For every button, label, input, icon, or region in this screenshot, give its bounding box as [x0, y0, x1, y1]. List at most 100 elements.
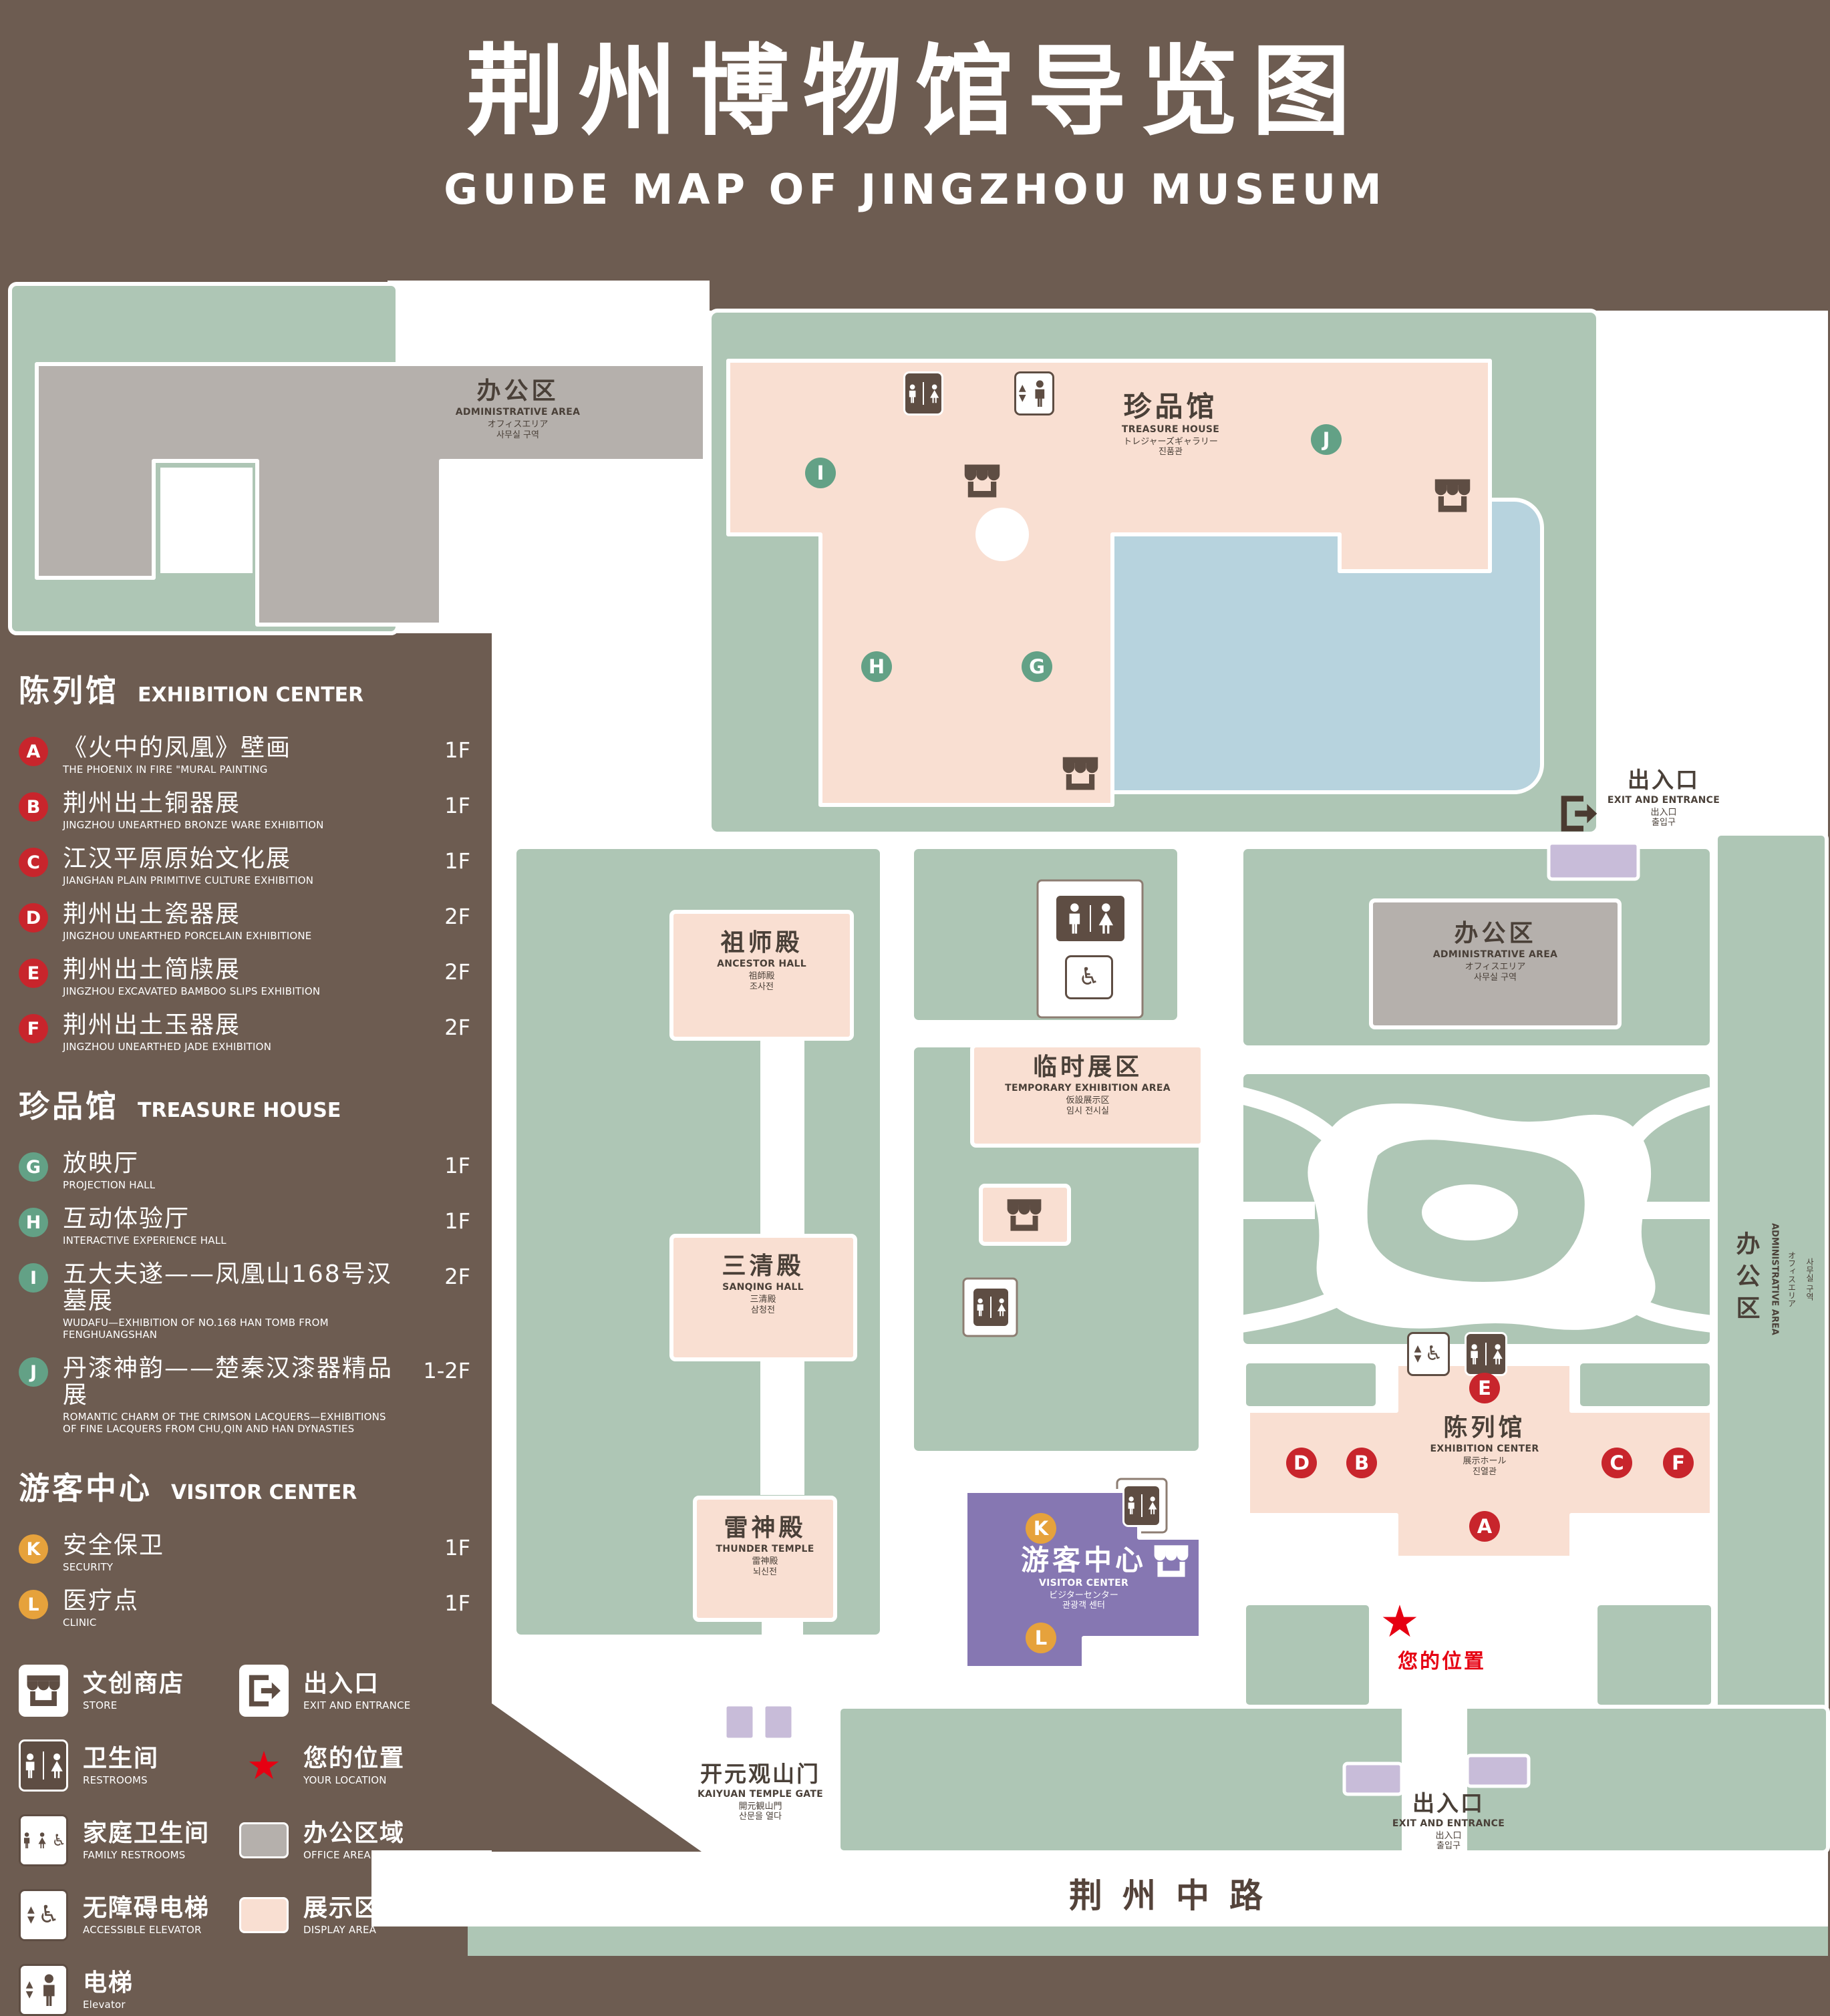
- restroom-icon: [971, 1287, 1010, 1328]
- admin-nw-building: [35, 362, 707, 627]
- your-location-star-icon: ★: [1380, 1596, 1420, 1647]
- legend-symbol-restroom: 卫生间 RESTROOMS: [19, 1739, 239, 1792]
- poster-title-en: GUIDE MAP OF JINGZHOU MUSEUM: [444, 165, 1386, 214]
- legend-symbol-exit: 出入口 EXIT AND ENTRANCE: [239, 1665, 490, 1717]
- marker-a: A: [19, 737, 48, 766]
- marker-a: A: [1469, 1511, 1500, 1542]
- temporary-exhibition-building: [970, 1043, 1205, 1148]
- legend-header-visitor: 游客中心 VISITOR CENTER: [19, 1470, 357, 1506]
- sanqing-hall-building: [669, 1234, 857, 1361]
- marker-f: F: [1663, 1448, 1694, 1478]
- admin-nw-label: 办公区 ADMINISTRATIVE AREA オフィスエリア 사무실 구역: [455, 377, 581, 440]
- floor-badge: 1F: [444, 848, 470, 874]
- restroom-icon: [1122, 1484, 1161, 1527]
- temple-path-2: [760, 1361, 804, 1495]
- exhibition-center-building: [1246, 1362, 1714, 1560]
- marker-f: F: [19, 1014, 48, 1043]
- marker-g: G: [19, 1152, 48, 1182]
- floor-badge: 1F: [444, 793, 470, 818]
- your-location-star-icon: ★: [247, 1743, 281, 1788]
- marker-e: E: [1469, 1373, 1500, 1403]
- visitor-center-label: 游客中心 VISITOR CENTER ビジターセンター 관광객 센터: [1020, 1544, 1147, 1611]
- temporary-exhibition-label: 临时展区 TEMPORARY EXHIBITION AREA 仮設展示区 임시 …: [1005, 1053, 1171, 1116]
- ancestor-hall-label: 祖师殿 ANCESTOR HALL 祖師殿 조사전: [717, 929, 806, 992]
- thunder-temple-label: 雷神殿 THUNDER TEMPLE 雷神殿 뇌신전: [716, 1514, 814, 1577]
- floor-badge: 1F: [444, 1590, 470, 1616]
- s-exit-building-left: [1342, 1761, 1404, 1796]
- restroom-icon: [19, 1739, 68, 1792]
- legend-symbol-elevator: ▲▼ 电梯 Elevator: [19, 1964, 239, 2016]
- your-location-label: 您的位置: [1398, 1650, 1486, 1673]
- gate-label: 开元观山门 KAIYUAN TEMPLE GATE 開元観山門 산문을 열다: [697, 1761, 824, 1822]
- buildings-purple: [723, 841, 1640, 1796]
- legend-item-a: A 《火中的凤凰》壁画 THE PHOENIX IN FIRE "MURAL P…: [19, 735, 490, 776]
- marker-c: C: [1602, 1448, 1632, 1478]
- family-restroom-icon: ♿: [19, 1814, 68, 1866]
- admin-east-building: [1369, 898, 1622, 1029]
- marker-i: I: [805, 458, 836, 488]
- exit-ne-label: 出入口 EXIT AND ENTRANCE 出入口 출입구: [1607, 767, 1720, 828]
- legend-symbols: 文创商店 STORE 出入口 EXIT AND ENTRANCE 卫生间 RES…: [19, 1665, 490, 2016]
- marker-l: L: [1026, 1623, 1056, 1653]
- accessible-elevator-icon: ▲▼ ♿: [19, 1889, 68, 1941]
- ancestor-hall-building: [669, 910, 854, 1041]
- green-south-strip: [836, 1705, 1830, 1854]
- thunder-temple-building: [693, 1496, 837, 1622]
- floor-badge: 2F: [444, 1015, 470, 1040]
- marker-k: K: [19, 1534, 48, 1564]
- floor-badge: 2F: [444, 959, 470, 985]
- floor-badge: 1F: [444, 737, 470, 763]
- legend-symbol-display-area: 展示区域 DISPLAY AREA: [239, 1894, 490, 1936]
- floor-badge: 1F: [444, 1208, 470, 1234]
- store-icon: [1004, 1196, 1045, 1234]
- treasure-house-building: [726, 359, 1492, 807]
- legend-item-l: L 医疗点 CLINIC 1F: [19, 1588, 490, 1629]
- marker-l: L: [19, 1590, 48, 1619]
- poster-title-zh: 荆州博物馆导览图: [466, 34, 1364, 149]
- legend-symbol-location: ★ 您的位置 YOUR LOCATION: [239, 1745, 490, 1786]
- green-exh-corner-right: [1576, 1359, 1714, 1410]
- white-paths: [760, 1041, 1467, 1854]
- store-icon: [1431, 476, 1474, 516]
- restroom-icon: [1465, 1332, 1507, 1376]
- road-label: 荆州中路: [1069, 1876, 1283, 1915]
- marker-j: J: [19, 1357, 48, 1387]
- legend-header-exhibition: 陈列馆 EXHIBITION CENTER: [19, 673, 364, 709]
- floor-badge: 1-2F: [423, 1358, 470, 1383]
- gate-building-right: [762, 1703, 795, 1741]
- store-icon: [1151, 1542, 1192, 1580]
- mid-store-building: [979, 1184, 1071, 1246]
- store-icon: [961, 461, 1004, 501]
- restroom-icon: [903, 371, 943, 415]
- legend-symbol-family-restroom: ♿ 家庭卫生间 FAMILY RESTROOMS: [19, 1814, 239, 1866]
- gate-building-left: [723, 1703, 756, 1741]
- admin-nw-courtyard: [160, 468, 253, 573]
- map-overlay: 办公区 ADMINISTRATIVE AREA オフィスエリア 사무실 구역 珍…: [455, 371, 1815, 1915]
- store-icon: [1059, 753, 1102, 794]
- elevator-icon: ▲▼: [1014, 371, 1054, 415]
- marker-i: I: [19, 1263, 48, 1293]
- sanqing-hall-label: 三清殿 SANQING HALL 三清殿 삼청전: [722, 1252, 804, 1315]
- green-exh-corner-left: [1242, 1359, 1380, 1410]
- legend-item-b: B 荆州出土铜器展 JINGZHOU UNEARTHED BRONZE WARE…: [19, 790, 490, 831]
- accessible-elevator-icon: ♿: [1065, 955, 1113, 999]
- treasure-plaza: [975, 508, 1029, 561]
- buildings-pink: [669, 359, 1714, 1622]
- exit-icon: [239, 1665, 289, 1717]
- marker-d: D: [1286, 1448, 1317, 1478]
- garden-paths: [1239, 1087, 1714, 1333]
- legend-item-h: H 互动体验厅 INTERACTIVE EXPERIENCE HALL 1F: [19, 1206, 490, 1246]
- poster-header: 荆州博物馆导览图 GUIDE MAP OF JINGZHOU MUSEUM: [0, 11, 1830, 214]
- buildings-gray: [35, 362, 1622, 1029]
- bottom-green-strip: [468, 1926, 1828, 1956]
- accessible-elevator-icon: ▲▼♿: [1407, 1332, 1450, 1376]
- south-exit-path: [1402, 1705, 1467, 1854]
- legend-item-f: F 荆州出土玉器展 JINGZHOU UNEARTHED JADE EXHIBI…: [19, 1012, 490, 1053]
- legend-symbol-accessible-elevator: ▲▼ ♿ 无障碍电梯 ACCESSIBLE ELEVATOR: [19, 1889, 239, 1941]
- legend-item-c: C 江汉平原原始文化展 JIANGHAN PLAIN PRIMITIVE CUL…: [19, 846, 490, 886]
- exit-south-label: 出入口 EXIT AND ENTRANCE 出入口 출입구: [1392, 1790, 1505, 1852]
- s-exit-building-right: [1465, 1753, 1531, 1788]
- elevator-icon: ▲▼: [19, 1964, 68, 2016]
- legend-item-i: I 五大夫遂——凤凰山168号汉墓展 WUDAFU—EXHIBITION OF …: [19, 1261, 490, 1341]
- sw-brown-wedge: [492, 1703, 702, 1852]
